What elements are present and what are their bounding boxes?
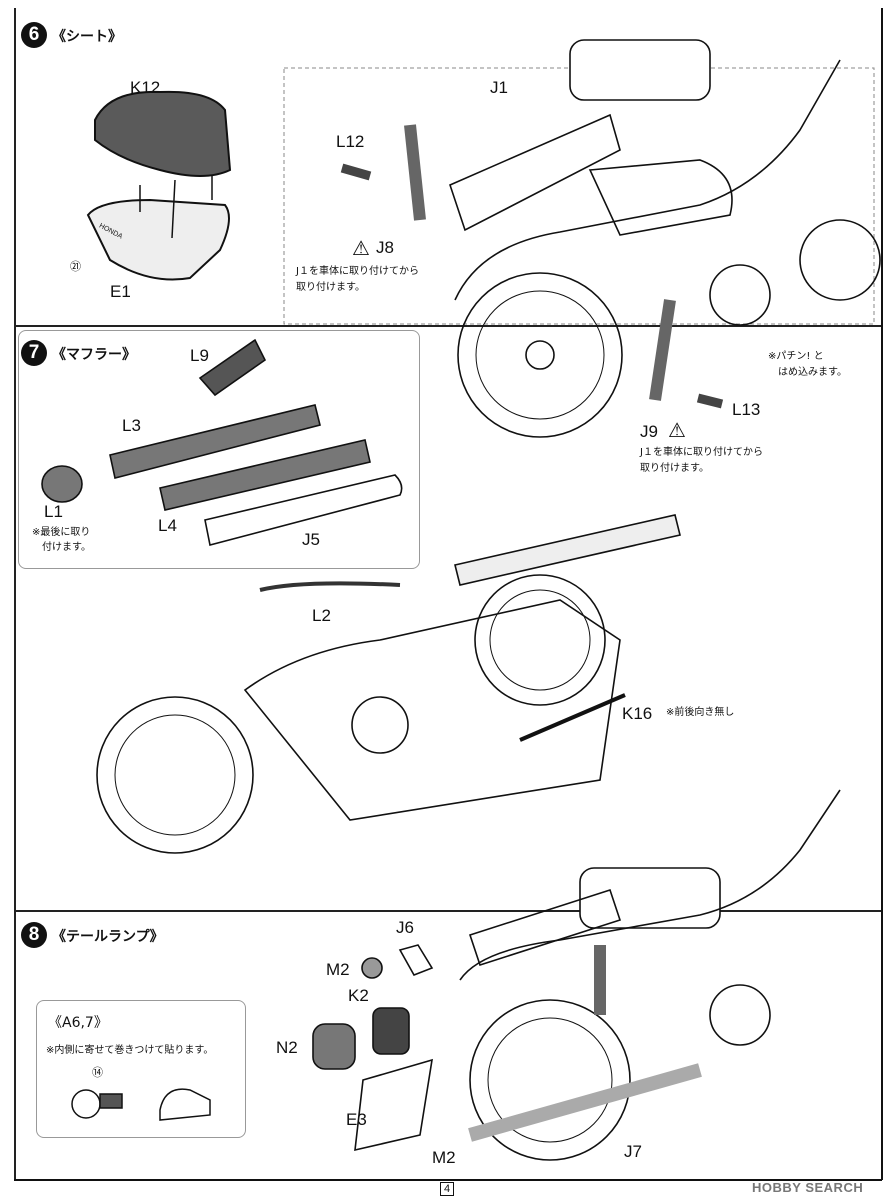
label-k12: K12 [130, 78, 161, 97]
label-j6: J6 [396, 918, 414, 937]
label-k16: K16 [622, 704, 653, 723]
l1-note-line2: 付けます。 [42, 542, 91, 553]
scooter-side-lower [96, 514, 681, 854]
label-l1: L1 [44, 502, 63, 521]
seat-decal-number: ㉑ [70, 261, 81, 273]
page-number: 4 [440, 1182, 455, 1196]
label-e1: E1 [110, 282, 131, 301]
seat-k12-part [94, 90, 232, 177]
step-7-frame [14, 325, 882, 913]
a67-detail-box [36, 1000, 246, 1138]
step-8-frame [14, 910, 882, 1182]
j8-note-line2: 取り付けます。 [296, 282, 365, 293]
label-e3: E3 [346, 1110, 367, 1129]
step-8-title: 《テールランプ》 [52, 929, 164, 945]
label-n2: N2 [276, 1038, 298, 1057]
label-l12: L12 [336, 132, 365, 151]
step-7-title: 《マフラー》 [52, 347, 136, 363]
label-m2-top: M2 [326, 960, 350, 979]
snap-note-line2: はめ込みます。 [778, 367, 847, 378]
label-l9: L9 [190, 346, 209, 365]
j9-note-line2: 取り付けます。 [640, 463, 709, 474]
j9-note-line1: J１を車体に取り付けてから [640, 447, 763, 458]
l1-note-line1: ※最後に取り [32, 527, 91, 538]
a67-detail-drawing [71, 1088, 211, 1121]
label-j1: J1 [490, 78, 508, 97]
label-l4: L4 [158, 516, 177, 535]
a67-note: ※内側に寄せて巻きつけて貼ります。 [46, 1045, 214, 1056]
snap-note-line1: ※パチン! と [768, 351, 824, 362]
step-8-number: 8 [21, 922, 47, 948]
label-l13: L13 [732, 400, 761, 419]
a67-title: 《A6,7》 [48, 1015, 108, 1031]
step-6-number: 6 [21, 22, 47, 48]
seat-base-e1-part [86, 175, 230, 281]
label-j5: J5 [302, 530, 320, 549]
step-6-divider [14, 8, 16, 1180]
muffler-parts [41, 338, 403, 546]
label-k2: K2 [348, 986, 369, 1005]
label-m2-bottom: M2 [432, 1148, 456, 1167]
scooter-rear-lower [459, 789, 841, 1161]
step-7-number: 7 [21, 340, 47, 366]
hobby-search-watermark: HOBBY SEARCH [752, 1180, 864, 1195]
label-j7: J7 [624, 1142, 642, 1161]
step-6-title: 《シート》 [52, 29, 122, 45]
taillamp-parts [312, 944, 434, 1152]
label-j9: J9 [640, 422, 658, 441]
warning-icon-j8: ⚠ [352, 238, 370, 260]
k16-note: ※前後向き無し [666, 707, 735, 718]
warning-icon-j9: ⚠ [668, 420, 686, 442]
tail-decal-number: ⑭ [92, 1067, 103, 1079]
label-l2: L2 [312, 606, 331, 625]
label-l3: L3 [122, 416, 141, 435]
j8-note-line1: J１を車体に取り付けてから [296, 266, 419, 277]
label-j8: J8 [376, 238, 394, 257]
scooter-rear-upper [340, 39, 881, 438]
